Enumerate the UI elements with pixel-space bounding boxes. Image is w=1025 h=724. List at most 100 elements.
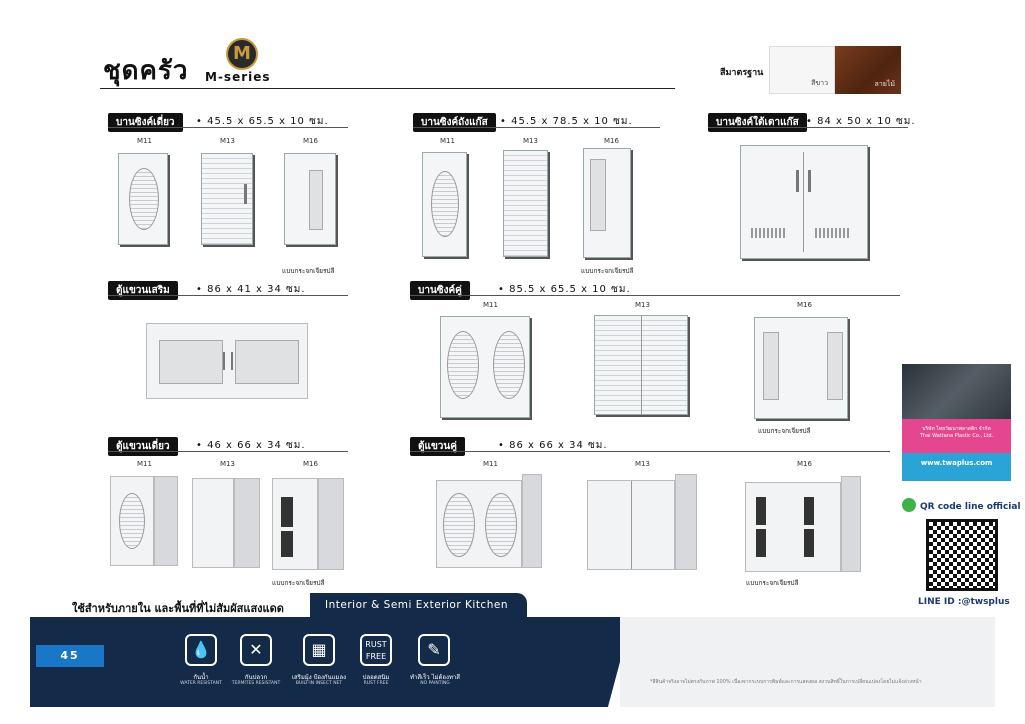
- feature-label: กันน้ำ: [193, 674, 209, 681]
- line-app-icon: [902, 498, 916, 512]
- section-dims-single-wall: • 46 x 66 x 34 ซม.: [196, 440, 306, 451]
- product-image-wall-m11: [110, 476, 154, 566]
- product-image-door-m13: [503, 150, 548, 257]
- door-handle: [231, 352, 233, 370]
- feature-label: ปลอดสนิม: [362, 674, 390, 681]
- variant-label: M13: [635, 301, 650, 309]
- glass-panel: [281, 531, 293, 557]
- cabinet-side: [234, 478, 260, 568]
- qr-title: QR code line official: [920, 502, 1021, 512]
- door-split: [641, 316, 642, 414]
- ad-company-sub: Thai Wattana Plastic Co., Ltd.: [919, 433, 994, 439]
- glass-panel: [804, 529, 814, 557]
- variant-label: M16: [303, 460, 318, 468]
- glass-note: แบบกระจกเจียรปลี: [746, 579, 799, 587]
- feature-label-en: WATER RESISTANT: [180, 681, 222, 686]
- brand-logo: M: [226, 38, 258, 70]
- footer-grey-panel: [620, 617, 995, 707]
- footer-tagline: ใช้สำหรับภายใน และพื้นที่ที่ไม่สัมผัสแสง…: [72, 602, 284, 615]
- section-label-under-stove: บานซิงค์ใต้เตาแก๊ส: [708, 113, 807, 132]
- swatch-white-label: สีขาว: [811, 79, 828, 87]
- door-split: [631, 481, 632, 569]
- oval-panel: [493, 331, 525, 399]
- glass-note: แบบกระจกเจียรปลี: [282, 267, 335, 275]
- glass-panel: [827, 332, 843, 400]
- product-image-double-sink-m16: [754, 317, 848, 419]
- water-drop-icon: 💧: [185, 634, 217, 666]
- feature-label-en: BUILT-IN INSECT NET: [295, 681, 343, 686]
- swatch-wood-label: ลายไม้: [874, 80, 895, 88]
- product-image-under-stove: [740, 145, 868, 259]
- variant-label: M13: [523, 137, 538, 145]
- section-dims-double-wall: • 86 x 66 x 34 ซม.: [498, 440, 608, 451]
- ad-website[interactable]: www.twaplus.com: [902, 453, 1011, 481]
- variant-label: M16: [303, 137, 318, 145]
- door-handle: [223, 352, 225, 370]
- product-image-wall-m16: [272, 478, 318, 570]
- brand-logo-text: M-series: [205, 70, 271, 84]
- door-handle: [796, 170, 799, 192]
- variant-label: M16: [604, 137, 619, 145]
- product-image-door-m13: [201, 153, 253, 245]
- variant-label: M11: [483, 460, 498, 468]
- glass-panel: [309, 170, 323, 230]
- door-split: [803, 152, 804, 252]
- section-rule: [108, 451, 348, 452]
- rust-free-icon: RUST FREE: [360, 634, 392, 666]
- variant-label: M11: [483, 301, 498, 309]
- cabinet-side: [522, 474, 542, 568]
- section-dims-under-stove: • 84 x 50 x 10 ซม.: [806, 116, 916, 127]
- product-image-double-wall-m13: [587, 480, 675, 570]
- product-image-double-wall-m16: [745, 482, 841, 572]
- glass-note: แบบกระจกเจียรปลี: [581, 267, 634, 275]
- variant-label: M16: [797, 301, 812, 309]
- product-image-extra-wall-cabinet: [146, 323, 308, 399]
- door-handle: [808, 170, 811, 192]
- variant-label: M13: [220, 460, 235, 468]
- footer-english-bar: [310, 593, 527, 617]
- section-label-double-wall: ตู้แขวนคู่: [410, 437, 465, 456]
- glass-panel: [756, 497, 766, 525]
- feature-label-en: TERMITES RESISTANT: [231, 681, 281, 686]
- swatch-white: สีขาว: [769, 46, 835, 94]
- insect-net-icon: ▦: [303, 634, 335, 666]
- section-rule: [410, 451, 890, 452]
- swatch-wood: ลายไม้: [835, 46, 901, 94]
- product-image-door-m16: [583, 148, 631, 258]
- oval-panel: [447, 331, 479, 399]
- variant-label: M16: [797, 460, 812, 468]
- section-rule: [108, 127, 348, 128]
- section-rule: [108, 295, 348, 296]
- vent-grille: [815, 228, 849, 238]
- company-ad: บริษัท ไทยวัฒนาพลาสติก จำกัด Thai Wattan…: [902, 364, 1011, 481]
- cabinet-side: [154, 476, 178, 566]
- footer-english: Interior & Semi Exterior Kitchen: [325, 599, 508, 611]
- oval-panel: [443, 493, 475, 557]
- product-image-double-sink-m13: [594, 315, 688, 415]
- variant-label: M11: [137, 137, 152, 145]
- feature-label: กันปลวก: [244, 674, 268, 681]
- cabinet-side: [841, 476, 861, 572]
- disclaimer: *สีสินค้าจริงอาจไม่ตรงกับภาพ 100% เนื่อง…: [650, 679, 922, 685]
- oval-panel: [119, 493, 145, 549]
- oval-panel: [431, 171, 459, 237]
- section-rule: [410, 295, 900, 296]
- feature-label: เสริมมุ้ง ป้องกันแมลง: [291, 674, 347, 681]
- cabinet-side: [318, 478, 344, 570]
- glass-panel: [804, 497, 814, 525]
- variant-label: M11: [137, 460, 152, 468]
- glass-panel: [235, 340, 299, 384]
- section-rule: [413, 127, 660, 128]
- section-label-double-sink: บานซิงค์คู่: [410, 281, 470, 300]
- qr-code[interactable]: [926, 519, 998, 591]
- glass-panel: [159, 340, 223, 384]
- feature-label-en: RUST FREE: [363, 681, 389, 686]
- product-image-wall-m13: [192, 478, 234, 568]
- product-image-double-wall-m11: [436, 480, 522, 568]
- product-image-door-m11: [118, 153, 168, 245]
- termite-icon: ✕: [240, 634, 272, 666]
- door-handle: [244, 184, 247, 204]
- no-painting-icon: ✎: [418, 634, 450, 666]
- ad-company-block: บริษัท ไทยวัฒนาพลาสติก จำกัด Thai Wattan…: [902, 419, 1011, 453]
- section-dims-sink-pillar: • 45.5 x 78.5 x 10 ซม.: [500, 116, 633, 127]
